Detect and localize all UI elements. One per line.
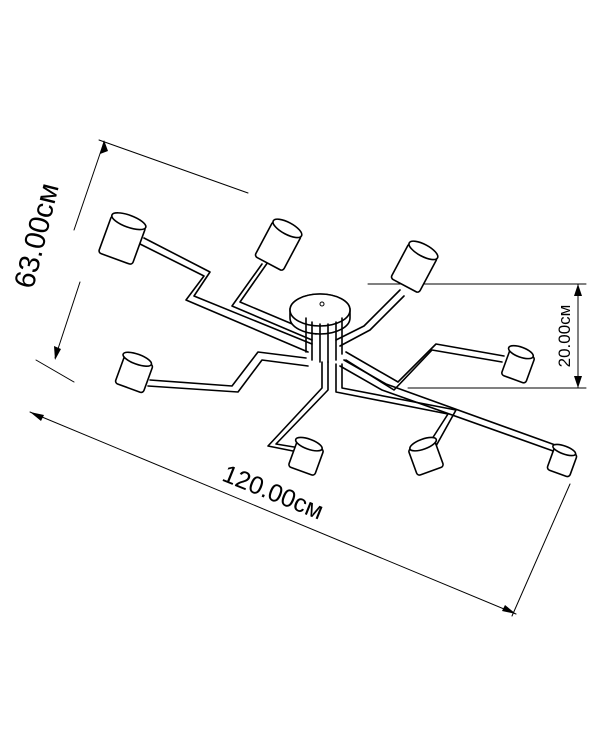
shade-far-right [546,443,578,478]
fixture-arms [139,237,559,453]
shade-bottom-left [288,436,324,476]
canopy-screw [319,301,325,307]
width-dimension-line [29,411,517,615]
height-arrow-top [100,140,108,154]
arm-left-a [149,351,307,387]
height-dimension-label: 63.00см [9,180,66,292]
drop-arrow-bottom [574,376,582,388]
shade-far-left [98,212,147,265]
height-arrow-bottom [54,346,61,360]
shade-left [114,351,154,394]
arm-far-left-a [139,243,309,353]
arm-far-right-a [339,365,557,453]
width-arrow-left [30,412,44,421]
canopy-top [289,293,351,327]
drop-dimension: 20.00см [367,283,587,389]
lamp-shades [98,212,578,478]
arm-far-right-b [343,359,559,447]
arm-bottom-right-a [335,363,449,443]
shade-right [501,344,535,384]
shade-top-middle [254,218,303,271]
arm-top-mid-a [231,263,313,341]
height-dimension-line-bottom [54,281,81,359]
shade-top-right [390,240,439,293]
arm-right-a [345,343,505,383]
arm-far-left-b [143,237,313,345]
arm-top-mid-b [239,261,317,335]
height-dimension-line-top [73,141,105,231]
height-extension-bottom [35,359,75,383]
height-extension-top [98,139,249,194]
arm-bottom-right-b [341,363,457,447]
width-arrow-right [502,605,516,614]
arm-bottom-left-a [267,361,323,453]
arm-left-b [147,359,309,393]
shade-bottom-right [408,436,444,476]
arm-top-right-b [339,295,405,347]
width-extension-right [511,483,571,617]
arm-top-right-a [335,289,401,341]
drop-dimension-label: 20.00см [555,305,574,368]
drop-arrow-top [574,284,582,296]
ceiling-canopy [289,293,351,363]
arm-bottom-left-b [275,361,329,449]
